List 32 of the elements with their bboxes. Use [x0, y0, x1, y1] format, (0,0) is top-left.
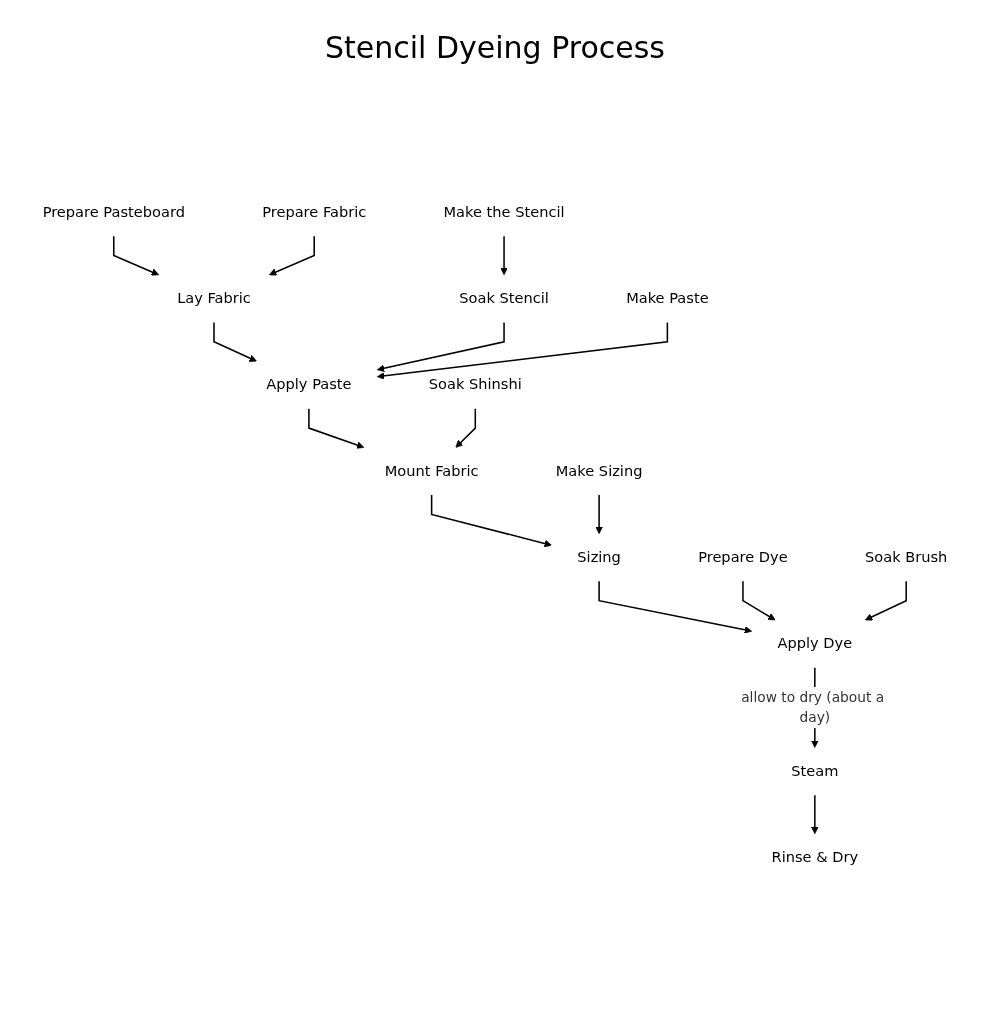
arrow [213, 321, 257, 362]
node-text: Soak Brush [865, 548, 948, 566]
arrow [376, 321, 505, 373]
arrow [308, 408, 365, 449]
node-text: Prepare Pasteboard [42, 203, 185, 221]
node-text: Soak Shinshi [428, 375, 522, 393]
node-text: Make the Stencil [443, 203, 565, 221]
edge-label: allow to dry (about a day) [741, 688, 885, 726]
arrow [455, 408, 477, 448]
node-text: Lay Fabric [177, 289, 251, 307]
node-text: Apply Dye [777, 634, 853, 652]
arrow [430, 494, 552, 548]
node-text: Sizing [577, 548, 621, 566]
arrow [500, 235, 508, 276]
arrow [113, 235, 159, 276]
node-text: Apply Paste [266, 375, 352, 393]
arrow [864, 580, 907, 621]
arrow [742, 580, 776, 621]
node-text: Make Paste [626, 289, 709, 307]
diagram-title: Stencil Dyeing Process [324, 30, 666, 65]
arrow [269, 235, 315, 276]
node-text: Prepare Fabric [262, 203, 367, 221]
node-text: Prepare Dye [698, 548, 788, 566]
arrow [376, 321, 669, 380]
node-text: Mount Fabric [384, 462, 479, 480]
node-text: Soak Stencil [459, 289, 549, 307]
arrow [811, 794, 819, 835]
node-text: Make Sizing [555, 462, 643, 480]
arrow [595, 494, 603, 535]
node-text: Steam [791, 762, 839, 780]
node-text: Rinse & Dry [771, 848, 859, 866]
arrow [598, 580, 753, 634]
